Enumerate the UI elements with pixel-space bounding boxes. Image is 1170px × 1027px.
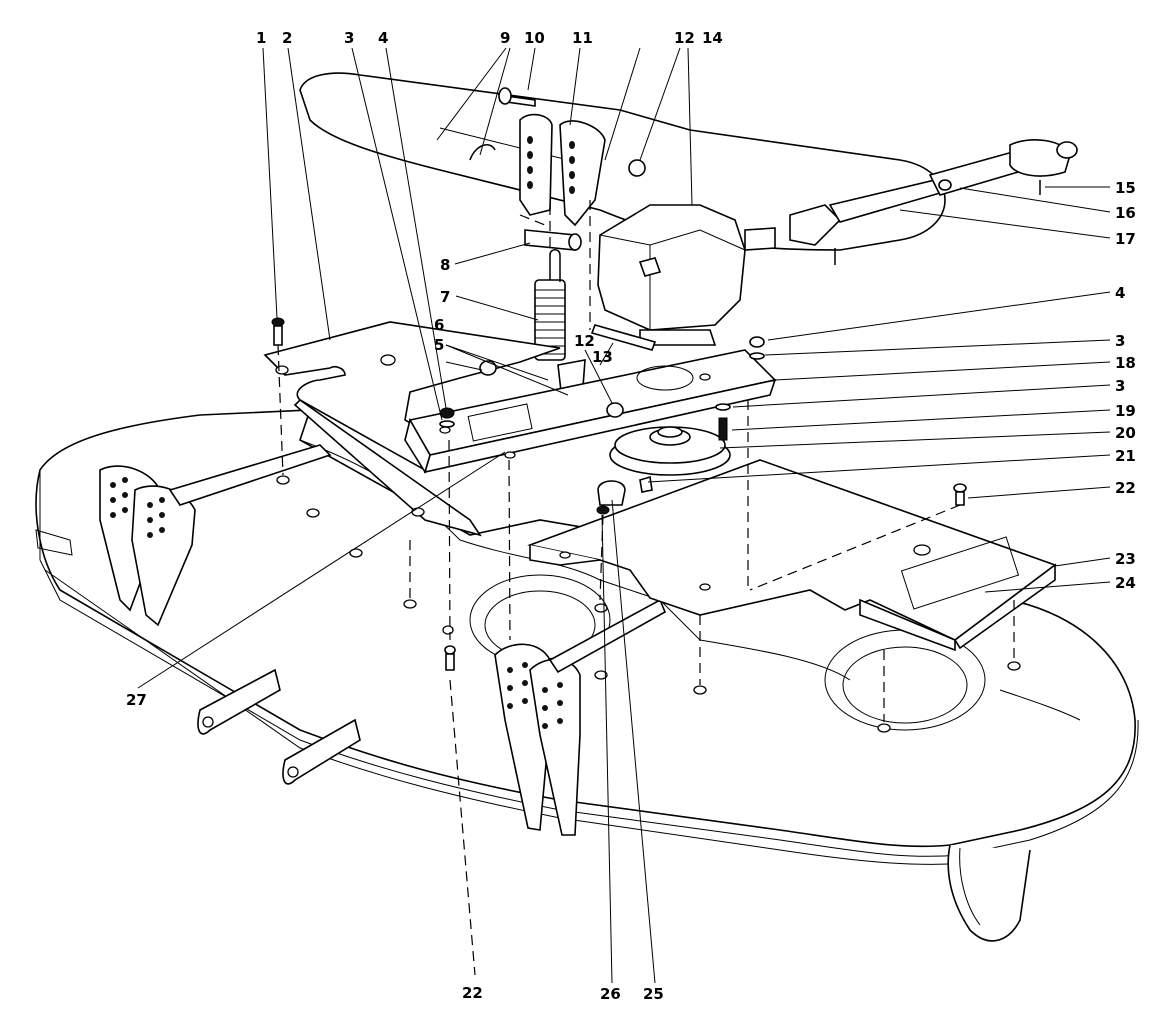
callout-24: 24 xyxy=(1115,574,1136,592)
callout-18: 18 xyxy=(1115,354,1136,372)
callout-2: 2 xyxy=(282,29,292,47)
callout-5: 5 xyxy=(434,336,444,354)
callout-19: 19 xyxy=(1115,402,1136,420)
callout-23: 23 xyxy=(1115,550,1136,568)
front-hanger-brackets xyxy=(494,598,667,836)
callout-3: 3 xyxy=(344,29,354,47)
right-shield xyxy=(527,459,1057,652)
callout-27: 27 xyxy=(126,691,147,709)
left-hanger-brackets xyxy=(99,444,332,627)
alignment-lines xyxy=(277,200,1015,976)
callout-3b: 3 xyxy=(1115,332,1125,350)
callout-17: 17 xyxy=(1115,230,1136,248)
callout-13: 13 xyxy=(592,348,613,366)
callout-15: 15 xyxy=(1115,179,1136,197)
drive-shaft-assembly xyxy=(789,139,1078,265)
callout-4b: 4 xyxy=(1115,284,1125,302)
callout-21: 21 xyxy=(1115,447,1136,465)
channel-bracket xyxy=(404,349,777,474)
callout-1: 1 xyxy=(256,29,266,47)
callout-20: 20 xyxy=(1115,424,1136,442)
callout-22b: 22 xyxy=(462,984,483,1002)
callout-12: 12 xyxy=(674,29,695,47)
callout-8: 8 xyxy=(440,256,450,274)
callout-3c: 3 xyxy=(1115,377,1125,395)
callout-12b: 12 xyxy=(574,332,595,350)
fastener-hardware xyxy=(271,144,967,671)
callout-10: 10 xyxy=(524,29,545,47)
callout-labels: 1 2 3 4 9 10 11 12 14 15 16 17 8 7 4 6 5… xyxy=(126,29,1136,1003)
callout-4: 4 xyxy=(378,29,388,47)
callout-25: 25 xyxy=(643,985,664,1003)
pulley xyxy=(609,426,731,493)
callout-26: 26 xyxy=(600,985,621,1003)
gear-box xyxy=(590,204,776,351)
front-mounting-tabs xyxy=(197,668,361,785)
leader-lines xyxy=(137,47,1111,984)
callout-11: 11 xyxy=(572,29,593,47)
callout-7: 7 xyxy=(440,288,450,306)
callout-9: 9 xyxy=(500,29,510,47)
callout-6: 6 xyxy=(434,316,444,334)
callout-14: 14 xyxy=(702,29,723,47)
callout-22: 22 xyxy=(1115,479,1136,497)
callout-16: 16 xyxy=(1115,204,1136,222)
